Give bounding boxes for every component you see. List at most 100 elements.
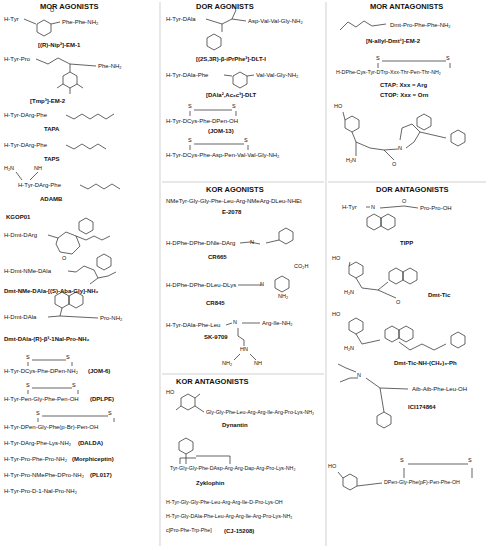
compound-name: [(2S,3R)-β-iPrPhe³]-DLT-I — [196, 56, 266, 62]
atom-label: N — [250, 240, 254, 246]
peptide-sequence: H-Tyr-DArg-Phe — [4, 112, 47, 118]
peptide-sequence: Pro-NH₂ — [100, 315, 122, 321]
section-heading: KOR AGONISTS — [206, 186, 264, 194]
compound-name: (JOM-13) — [208, 128, 234, 134]
peptide-sequence: Dmt-Pro-Phe-Phe-NH₂ — [390, 22, 451, 28]
atom-label: S — [108, 411, 112, 417]
compound-name: (DALDA) — [78, 440, 103, 446]
compound-name: CR845 — [206, 300, 225, 306]
atom-label: S — [232, 104, 236, 110]
atom-label: H₂N — [4, 166, 14, 172]
atom-label: O — [50, 8, 54, 14]
atom-label: S — [188, 138, 192, 144]
peptide-sequence: H-Tyr-Pro — [4, 56, 30, 62]
peptide-sequence: H-Tyr-Pro-NMePhe-DPro-NH₂ — [4, 472, 84, 478]
atom-label: S — [36, 411, 40, 417]
compound-name: (Morphiceptin) — [72, 456, 114, 462]
peptide-sequence: Arg-Ile-NH₂ — [262, 320, 293, 326]
compound-name: [(R)-Nip²]-EM-1 — [38, 42, 80, 48]
peptide-sequence: NMeTyr-Gly-Gly-Phe-Leu-Arg-NMeArg-DLeu-N… — [166, 198, 302, 204]
atom-label: S — [72, 383, 76, 389]
peptide-sequence: H-DPhe-DPhe-DLeu-DLys — [166, 282, 236, 288]
compound-name: CTAP: Xxx = Arg — [380, 82, 427, 88]
section-heading: DOR AGONISTS — [196, 3, 254, 11]
compound-name: Zyklophin — [196, 480, 224, 486]
peptide-sequence: Asp-Val-Val-Gly-NH₂ — [248, 18, 303, 24]
peptide-sequence: H-Tyr-Pro-D-1-Nal-Pro-NH₂ — [4, 488, 77, 494]
compound-name: (JOM-6) — [88, 368, 110, 374]
compound-name: Dynantin — [222, 422, 248, 428]
peptide-sequence: H-Tyr-DAla — [166, 16, 196, 22]
atom-label: HO — [334, 104, 342, 110]
atom-label: N — [398, 146, 402, 152]
atom-label: N — [233, 320, 237, 326]
peptide-sequence: Pro-Pro-OH — [420, 205, 452, 211]
atom-label: H₂N — [344, 346, 354, 352]
peptide-sequence: Aib-Aib-Phe-Leu-OH — [412, 386, 467, 392]
compound-name: TIPP — [400, 240, 413, 246]
peptide-sequence: H-Tyr — [4, 16, 19, 22]
compound-name: Dmt-Tic — [428, 292, 450, 298]
atom-label: NH — [34, 166, 42, 172]
peptide-sequence: H-Tyr-Pro-Phe-Pro-NH₂ — [4, 456, 67, 462]
atom-label: S — [468, 458, 472, 464]
atom-label: HO — [166, 390, 174, 396]
section-heading: MOR AGONISTS — [40, 3, 98, 11]
peptide-sequence: H-Tyr-DArg-Phe — [4, 142, 47, 148]
peptide-sequence: H-Tyr-Gly-DAla-Phe-Leu-Arg-Arg-Ile-Arg-P… — [166, 514, 292, 519]
atom-label: S — [188, 104, 192, 110]
section-heading: DOR ANTAGONISTS — [376, 186, 449, 194]
peptide-sequence: H-Tyr-DAla-Phe-Leu — [166, 322, 220, 328]
atom-label: O — [62, 256, 66, 262]
compound-name: [DAla²,Ac₆c³]-DLT — [206, 92, 256, 98]
compound-name: E-2078 — [222, 209, 241, 215]
atom-label: N — [260, 282, 264, 288]
peptide-sequence: Phe-Phe-NH₂ — [62, 19, 98, 25]
compound-name: Dmt-NMe-DAla-[(S)-Aba-Gly]-NH₂ — [4, 288, 98, 294]
peptide-sequence: H-Tyr-DArg-Phe — [18, 182, 61, 188]
peptide-sequence: H-Tyr-Pen-Gly-Phe-Pen-OH — [4, 396, 79, 402]
peptide-sequence: Tyr-Gly-Gly-Phe-DAsp-Arg-Arg-Dap-Arg-Pro… — [170, 466, 295, 471]
atom-label: NH₂ — [278, 294, 288, 300]
peptide-sequence: H-Tyr-DArg-Phe-Lys-NH₂ — [4, 440, 71, 446]
compound-name: KGOP01 — [6, 214, 30, 220]
compound-name: ADAMB — [40, 196, 62, 202]
atom-label: CO₂H — [294, 264, 308, 270]
compound-name: TAPA — [44, 126, 59, 132]
atom-label: H₂N — [346, 158, 356, 164]
atom-label: S — [26, 355, 30, 361]
peptide-sequence: H-Tyr-DCys-Phe-DPen-NH₂ — [4, 368, 78, 374]
compound-name: [Tmp³]-EM-2 — [30, 98, 65, 104]
atom-label: HO — [328, 464, 336, 470]
peptide-sequence: H-Tyr-DAla-Phe — [166, 72, 208, 78]
section-heading: MOR ANTAGONISTS — [370, 3, 443, 11]
peptide-sequence: H-Tyr-DCys-Phe-DPen-OH — [166, 118, 238, 124]
compound-name: SK-9709 — [204, 334, 228, 340]
atom-label: NH₂ — [222, 361, 232, 367]
compound-name: Dmt-Tic-NH-(CH₂)₃-Ph — [394, 360, 457, 366]
peptide-sequence: H-Dmt-DAla — [4, 314, 36, 320]
compound-name: [N-allyl-Dmt¹]-EM-2 — [366, 38, 420, 44]
compound-name: (DPLPE) — [90, 396, 114, 402]
atom-label: S — [376, 56, 380, 62]
peptide-sequence: H-Dmt-DArg — [4, 232, 37, 238]
compound-name: CTOP: Xxx = Orn — [380, 92, 428, 98]
atom-label: H₂N — [344, 290, 354, 296]
peptide-sequence: H-Dmt-NMe-DAla — [4, 268, 51, 274]
atom-label: N — [371, 205, 375, 211]
compound-name: (PL017) — [90, 472, 112, 478]
atom-label: S — [244, 138, 248, 144]
atom-label: S — [446, 56, 450, 62]
atom-label: S — [26, 383, 30, 389]
compound-name: ICI174864 — [408, 404, 436, 410]
peptide-sequence: H-DPhe-DPhe-DNle-DArg — [166, 240, 235, 246]
atom-label: S — [66, 355, 70, 361]
peptide-sequence: H-Tyr-DPen-Gly-Phe(p-Br)-Pen-OH — [4, 424, 98, 430]
peptide-sequence: c[Pro-Phe-Trp-Phe] — [166, 528, 212, 533]
atom-label: O — [392, 162, 396, 168]
peptide-sequence: H-DPhe-Cys-Tyr-DTrp-Xxx-Thr-Pen-Thr-NH₂ — [336, 70, 441, 75]
peptide-sequence: H-Tyr — [342, 204, 357, 210]
peptide-sequence: Phe-NH₂ — [98, 63, 122, 69]
compound-name: Dmt-DAla-(R)-β³-1Nal-Pro-NH₂ — [4, 336, 89, 342]
